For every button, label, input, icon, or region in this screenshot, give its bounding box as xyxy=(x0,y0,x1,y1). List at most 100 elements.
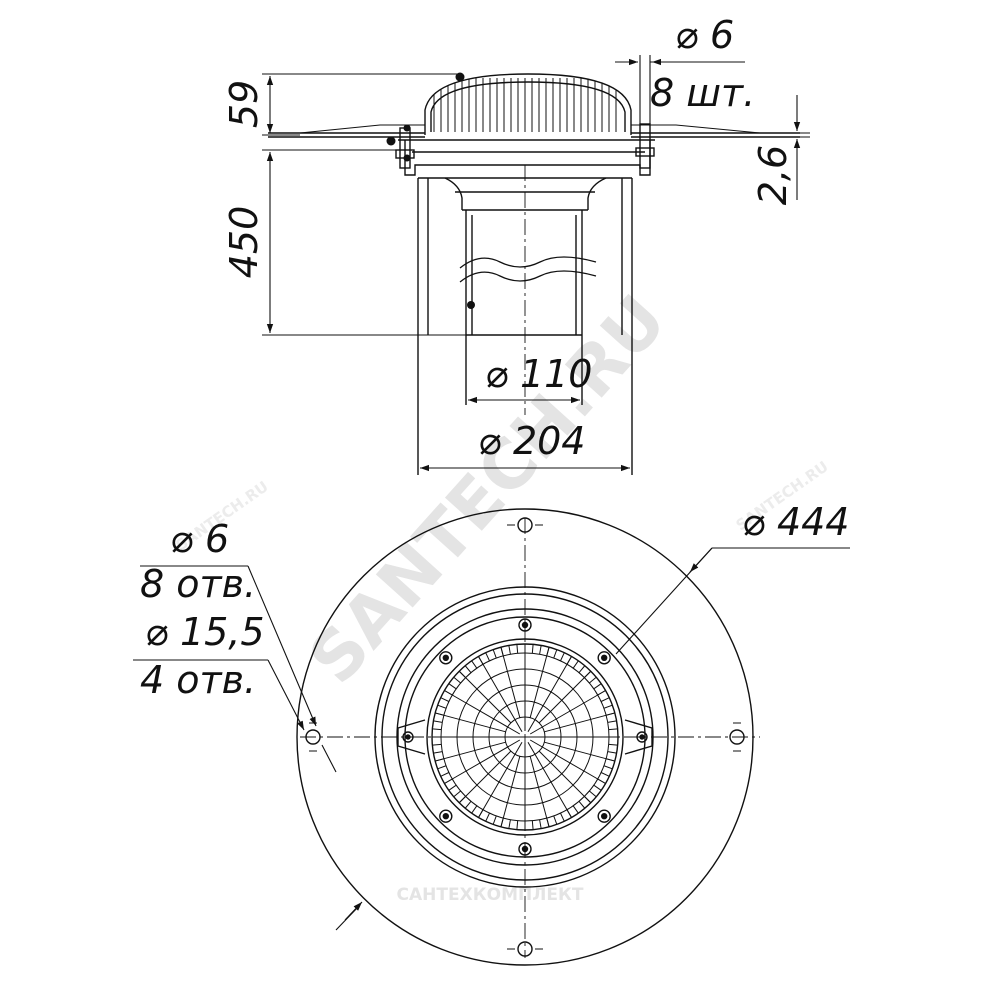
side-view xyxy=(268,72,800,475)
grating-slot xyxy=(478,656,484,665)
grating-slot xyxy=(448,784,457,791)
grating-slot xyxy=(531,820,534,830)
bolt-hole xyxy=(597,651,611,665)
watermark-bottom: САНТЕХКОМПЛЕКТ xyxy=(397,885,584,905)
grating-spoke xyxy=(500,756,521,827)
clamp-lug-left xyxy=(397,719,426,755)
dim-flange-diameter: ⌀ 444 xyxy=(742,500,850,544)
grating-slot xyxy=(531,644,534,654)
grating-spoke xyxy=(544,741,615,762)
grating-spoke xyxy=(538,750,592,804)
grating-slot xyxy=(608,728,618,731)
bolt-hole xyxy=(597,809,611,823)
grating-spoke xyxy=(529,756,550,827)
grating-slot xyxy=(485,812,490,822)
grating-slot xyxy=(572,805,579,814)
grating-spoke xyxy=(529,690,606,735)
inner-pipe xyxy=(465,210,583,405)
grating-slot xyxy=(553,815,558,825)
grating-slot xyxy=(435,712,444,716)
bolt-hole xyxy=(439,809,453,823)
grating-slot xyxy=(444,778,453,784)
grating-slot xyxy=(492,815,497,825)
watermark-diagonal: SANTECH.RU xyxy=(294,281,682,699)
dim-hole-small-diameter: ⌀ 6 xyxy=(170,517,229,561)
grating-slot xyxy=(500,818,504,827)
dim-body-diameter: ⌀ 204 xyxy=(478,419,586,463)
grating-slot xyxy=(516,820,519,830)
grating-slot xyxy=(508,819,511,829)
grating-slot xyxy=(458,670,466,678)
grating-spoke xyxy=(435,712,506,733)
grating-slot xyxy=(464,665,472,673)
grating-slot xyxy=(432,743,442,746)
dim-pipe-diameter: ⌀ 110 xyxy=(485,352,593,396)
grating-slot xyxy=(560,812,565,822)
grating-slot xyxy=(546,818,550,827)
grating-slot xyxy=(607,751,617,754)
grating-slot xyxy=(560,652,565,662)
grating-spoke xyxy=(529,647,550,718)
grating-slot xyxy=(589,676,597,684)
grating-slot xyxy=(606,712,615,716)
break-line xyxy=(459,256,597,269)
grating-slot xyxy=(593,784,602,791)
grating-slot xyxy=(597,690,606,696)
grating-spoke xyxy=(478,741,523,818)
grating-slot xyxy=(607,720,617,723)
grating-spoke xyxy=(444,739,521,784)
bolt-head xyxy=(600,812,608,820)
grating-spoke xyxy=(527,656,572,733)
part-marker-dot xyxy=(455,72,465,82)
grating-slot xyxy=(437,704,447,709)
grating-slot xyxy=(471,660,478,669)
grating-slot xyxy=(600,772,610,777)
dim-height-pipe: 450 xyxy=(222,206,266,279)
grating-slot xyxy=(492,649,497,659)
grating-spoke xyxy=(538,670,592,724)
dim-hole-large-count: 4 отв. xyxy=(140,658,256,702)
grating-slot xyxy=(608,743,618,746)
grating-spoke xyxy=(478,656,523,733)
grating-slot xyxy=(432,728,442,731)
grating-slot xyxy=(478,809,484,818)
grating-slot xyxy=(578,665,586,673)
grating-slot xyxy=(453,676,461,684)
grating-spoke xyxy=(435,741,506,762)
grating-slot xyxy=(566,656,572,665)
side-dimensions xyxy=(262,55,810,472)
grating-slot xyxy=(440,697,450,702)
grating-slot xyxy=(516,644,519,654)
grating-spoke xyxy=(458,670,512,724)
grating-slot xyxy=(597,778,606,784)
grating-slot xyxy=(437,765,447,770)
dim-screw-count: 8 шт. xyxy=(650,71,755,115)
grating-slot xyxy=(453,790,461,798)
plan-dimensions xyxy=(133,547,850,931)
dim-height-top: 59 xyxy=(222,80,266,128)
grating-slot xyxy=(433,720,443,723)
dim-hole-small-count: 8 отв. xyxy=(140,562,256,606)
grating-slot xyxy=(458,796,466,804)
grating-slot xyxy=(603,765,613,770)
grating-slot xyxy=(566,809,572,818)
grating-slot xyxy=(433,751,443,754)
grating-slot xyxy=(435,758,444,762)
dim-hole-large-diameter: ⌀ 15,5 xyxy=(145,610,265,654)
grating-slot xyxy=(464,801,472,809)
grating-slot xyxy=(440,772,450,777)
bolt-hole xyxy=(439,651,453,665)
grating-slot xyxy=(603,704,613,709)
grating-slot xyxy=(448,683,457,690)
grating-slot xyxy=(600,697,610,702)
grating-slot xyxy=(500,647,504,656)
clamp-ring xyxy=(404,140,651,176)
grating-slot xyxy=(546,647,550,656)
grating-slot xyxy=(593,683,602,690)
drain-body xyxy=(417,178,633,475)
grating-slot xyxy=(584,670,592,678)
grating-slot xyxy=(553,649,558,659)
dim-flange-thickness: 2,6 xyxy=(751,145,795,205)
grating-slot xyxy=(444,690,453,696)
